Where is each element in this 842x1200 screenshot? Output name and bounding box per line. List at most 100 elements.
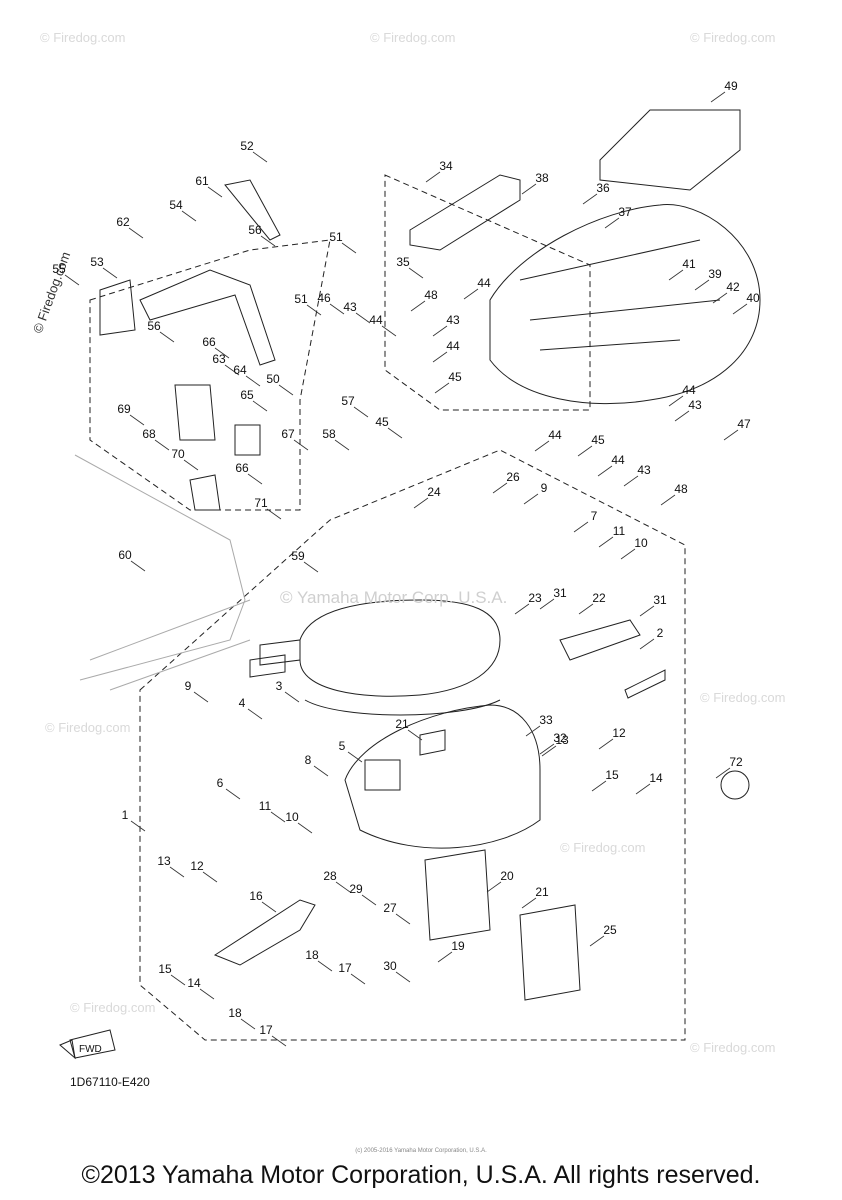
leader-line [347, 751, 363, 763]
callout-number: 12 [612, 726, 626, 740]
center-watermark: © Yamaha Motor Corp. U.S.A. [280, 588, 508, 607]
leader-line [271, 1035, 287, 1047]
leader-line [521, 897, 537, 909]
callout-number: 41 [682, 257, 696, 271]
leader-line [541, 745, 557, 757]
leader-line [341, 242, 357, 254]
callout-number: 11 [612, 524, 626, 538]
callout-number: 31 [653, 593, 667, 607]
stay-part [139, 269, 276, 366]
leader-line [639, 605, 655, 617]
arm-part [224, 179, 281, 241]
leader-line [534, 440, 550, 452]
callout-number: 28 [323, 869, 337, 883]
leader-line [317, 960, 333, 972]
leader-line [260, 235, 276, 247]
leader-line [732, 303, 748, 315]
leader-line [207, 186, 223, 198]
callout-number: 33 [539, 713, 553, 727]
leader-line [712, 292, 728, 304]
callout-number: 43 [688, 398, 702, 412]
callout-number: 23 [528, 591, 542, 605]
leader-line [395, 913, 411, 925]
callout-number: 65 [240, 388, 254, 402]
leader-line [252, 151, 268, 163]
callout-number: 35 [396, 255, 410, 269]
callout-number: 16 [249, 889, 263, 903]
callout-number: 45 [448, 370, 462, 384]
callout-number: 72 [729, 755, 743, 769]
leader-line [64, 274, 80, 286]
callout-number: 39 [708, 267, 722, 281]
leader-line [597, 465, 613, 477]
watermark-text: © Firedog.com [40, 30, 126, 45]
leader-line [214, 347, 230, 359]
lower-assembly-outline [139, 449, 686, 1041]
upper-assembly-outline [384, 174, 591, 411]
leader-line [668, 395, 684, 407]
callout-number: 44 [446, 339, 460, 353]
callout-number: 43 [637, 463, 651, 477]
leader-line [266, 508, 282, 520]
leader-line [710, 91, 726, 103]
leader-line [181, 210, 197, 222]
callout-number: 44 [548, 428, 562, 442]
callout-number: 56 [248, 223, 262, 237]
leader-line [463, 288, 479, 300]
callout-number: 10 [634, 536, 648, 550]
leader-line [284, 691, 300, 703]
callout-number: 3 [275, 679, 283, 693]
fwd-arrow [69, 1029, 116, 1059]
leader-line [432, 325, 448, 337]
leader-line [297, 822, 313, 834]
leader-line [413, 497, 429, 509]
leader-line [598, 536, 614, 548]
callout-number: 4 [238, 696, 246, 710]
callout-number: 47 [737, 417, 751, 431]
callout-number: 45 [375, 415, 389, 429]
callout-number: 21 [395, 717, 409, 731]
leader-line [432, 351, 448, 363]
leader-line [573, 521, 589, 533]
leader-line [193, 691, 209, 703]
callout-number: 6 [216, 776, 224, 790]
leader-line [247, 708, 263, 720]
leader-line [355, 312, 371, 324]
callout-number: 56 [147, 319, 161, 333]
callout-number: 48 [674, 482, 688, 496]
leader-line [591, 780, 607, 792]
leader-line [407, 729, 423, 741]
leader-line [425, 171, 441, 183]
watermark-text: © Firedog.com [70, 1000, 156, 1015]
callout-number: 14 [649, 771, 663, 785]
callout-number: 34 [439, 159, 453, 173]
callout-number: 66 [235, 461, 249, 475]
leader-line [492, 482, 508, 494]
callout-number: 29 [349, 882, 363, 896]
leader-line [410, 300, 426, 312]
callout-number: 48 [424, 288, 438, 302]
leader-line [577, 445, 593, 457]
leader-line [674, 410, 690, 422]
watermark-text: © Firedog.com [45, 720, 131, 735]
callout-number: 12 [190, 859, 204, 873]
leader-line [582, 193, 598, 205]
leader-line [539, 598, 555, 610]
callout-number: 49 [724, 79, 738, 93]
callout-number: 11 [258, 799, 272, 813]
callout-number: 9 [184, 679, 192, 693]
callout-number: 18 [228, 1006, 242, 1020]
callout-number: 44 [682, 383, 696, 397]
callout-number: 36 [596, 181, 610, 195]
leader-line [130, 560, 146, 572]
callout-number: 25 [603, 923, 617, 937]
callout-number: 19 [451, 939, 465, 953]
callout-number: 54 [169, 198, 183, 212]
leader-line [578, 603, 594, 615]
leader-line [329, 303, 345, 315]
diagram-code: 1D67110-E420 [70, 1075, 150, 1089]
callout-number: 43 [446, 313, 460, 327]
watermark-text: © Firedog.com [560, 840, 646, 855]
fwd-label: FWD [79, 1044, 102, 1055]
leader-line [514, 603, 530, 615]
